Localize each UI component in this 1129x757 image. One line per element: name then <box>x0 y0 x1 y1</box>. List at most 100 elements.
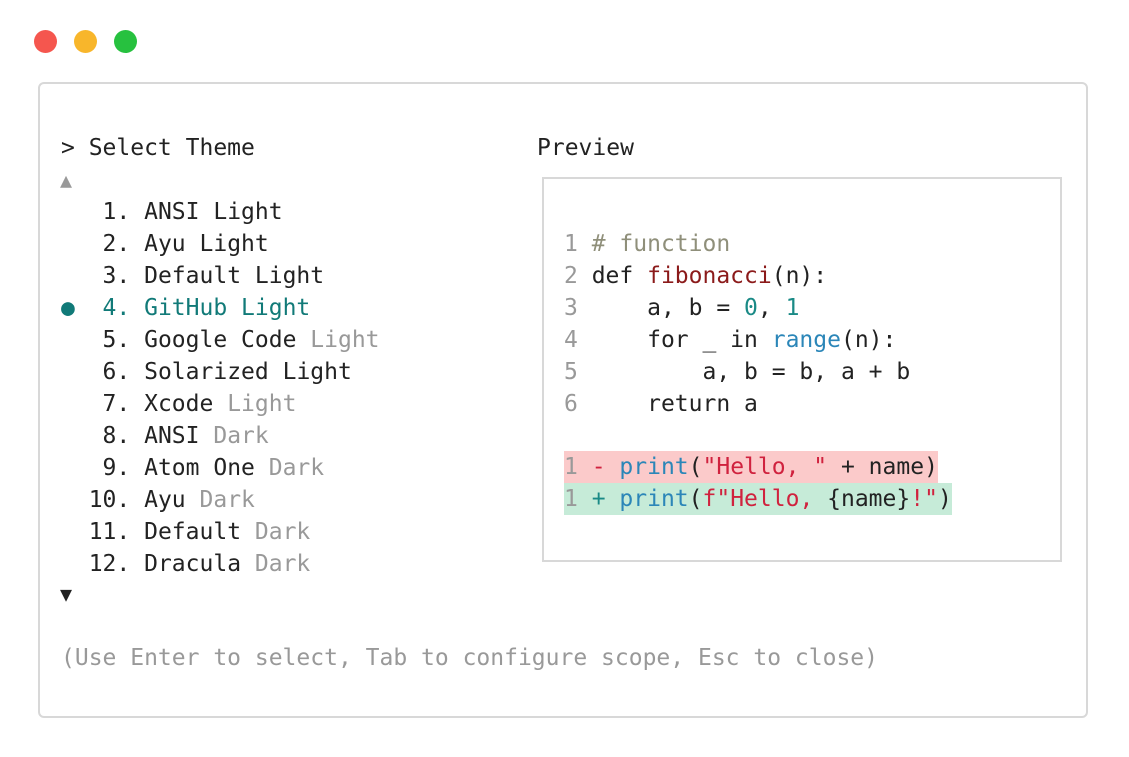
selected-marker-icon <box>61 391 75 417</box>
code-token: range <box>771 327 841 353</box>
theme-variant: Dark <box>254 519 311 545</box>
code-token: {name} <box>827 486 911 512</box>
preview-box <box>542 177 1062 562</box>
theme-name: Solarized <box>144 359 283 385</box>
theme-number: 8. <box>74 423 145 449</box>
selected-marker-icon <box>61 519 75 545</box>
code-token: f"Hello, <box>702 486 828 512</box>
code-line: 1 # function <box>564 228 730 260</box>
selected-marker-icon <box>61 455 75 481</box>
selected-marker-icon <box>61 263 75 289</box>
theme-name: Dracula <box>144 551 255 577</box>
code-token: ) <box>937 486 952 512</box>
theme-name: GitHub <box>144 295 242 321</box>
theme-variant: Dark <box>199 487 255 513</box>
theme-name: ANSI <box>144 199 214 225</box>
theme-variant: Dark <box>268 455 325 481</box>
theme-variant: Light <box>282 359 352 385</box>
theme-name: Ayu <box>144 231 200 257</box>
theme-variant: Light <box>310 327 380 353</box>
code-token: , <box>757 295 786 321</box>
theme-name: Ayu <box>144 487 200 513</box>
theme-item[interactable]: 5. Google Code Light <box>61 324 380 356</box>
code-token: 1 <box>785 295 800 321</box>
theme-variant: Light <box>213 199 283 225</box>
theme-item[interactable]: 2. Ayu Light <box>61 228 269 260</box>
theme-item[interactable]: 6. Solarized Light <box>61 356 352 388</box>
code-token: !" <box>910 486 938 512</box>
code-line: 2 def fibonacci(n): <box>564 260 827 292</box>
diff-line-add: 1 + print(f"Hello, {name}!") <box>564 483 952 515</box>
theme-item[interactable]: 10. Ayu Dark <box>61 484 255 516</box>
theme-number: 6. <box>74 359 145 385</box>
maximize-button[interactable] <box>114 30 137 53</box>
theme-variant: Dark <box>213 423 269 449</box>
scroll-down-icon[interactable]: ▼ <box>60 582 73 606</box>
selected-marker-icon <box>61 359 75 385</box>
theme-variant: Light <box>254 263 325 289</box>
selected-marker-icon <box>61 487 75 513</box>
line-number: 1 <box>564 231 592 257</box>
code-token: for _ in <box>591 327 772 353</box>
theme-number: 12. <box>74 551 145 577</box>
theme-name: Google Code <box>144 327 311 353</box>
theme-name: Default <box>144 263 255 289</box>
footer-hint: (Use Enter to select, Tab to configure s… <box>61 645 878 671</box>
line-number: 3 <box>564 295 592 321</box>
dialog-title: > Select Theme <box>61 135 255 161</box>
code-line: 5 a, b = b, a + b <box>564 356 910 388</box>
code-token: 0 <box>744 295 758 321</box>
theme-number: 3. <box>74 263 145 289</box>
theme-item[interactable]: 8. ANSI Dark <box>61 420 269 452</box>
selected-marker-icon <box>61 423 75 449</box>
theme-dialog <box>38 82 1088 718</box>
line-number: 1 <box>564 454 592 480</box>
code-token: a, b = b, a + b <box>591 359 911 385</box>
theme-number: 5. <box>74 327 145 353</box>
minimize-button[interactable] <box>74 30 97 53</box>
line-number: 1 <box>564 486 592 512</box>
code-token: return a <box>591 391 758 417</box>
theme-item[interactable]: 11. Default Dark <box>61 516 311 548</box>
theme-number: 2. <box>74 231 145 257</box>
theme-item[interactable]: 9. Atom One Dark <box>61 452 325 484</box>
theme-item[interactable]: ● 4. GitHub Light <box>61 292 310 324</box>
code-line: 6 return a <box>564 388 758 420</box>
theme-number: 1. <box>74 199 145 225</box>
code-token: "Hello, " <box>702 454 828 480</box>
code-token: ( <box>688 486 703 512</box>
line-number: 6 <box>564 391 592 417</box>
code-token: - <box>591 454 620 480</box>
theme-item[interactable]: 12. Dracula Dark <box>61 548 311 580</box>
line-number: 2 <box>564 263 592 289</box>
close-button[interactable] <box>34 30 57 53</box>
theme-number: 9. <box>74 455 145 481</box>
theme-name: Xcode <box>144 391 228 417</box>
selected-marker-icon <box>61 231 75 257</box>
theme-item[interactable]: 1. ANSI Light <box>61 196 283 228</box>
theme-variant: Light <box>199 231 269 257</box>
code-line: 3 a, b = 0, 1 <box>564 292 799 324</box>
theme-item[interactable]: 7. Xcode Light <box>61 388 297 420</box>
theme-number: 7. <box>74 391 145 417</box>
line-number: 5 <box>564 359 592 385</box>
code-token: (n): <box>771 263 828 289</box>
theme-number: 11. <box>74 519 145 545</box>
code-token: a, b = <box>591 295 745 321</box>
preview-label: Preview <box>537 135 634 161</box>
theme-name: Atom One <box>144 455 269 481</box>
selected-marker-icon <box>61 327 75 353</box>
selected-marker-icon: ● <box>61 295 75 321</box>
scroll-up-icon[interactable]: ▲ <box>60 168 73 192</box>
code-token: print <box>619 486 689 512</box>
code-token: def <box>591 263 648 289</box>
code-token: fibonacci <box>647 263 772 289</box>
theme-item[interactable]: 3. Default Light <box>61 260 325 292</box>
code-token: + name) <box>827 454 938 480</box>
theme-number: 10. <box>74 487 145 513</box>
code-token: print <box>619 454 689 480</box>
diff-line-del: 1 - print("Hello, " + name) <box>564 451 938 483</box>
theme-number: 4. <box>74 295 145 321</box>
code-token: + <box>591 486 620 512</box>
theme-name: Default <box>144 519 255 545</box>
